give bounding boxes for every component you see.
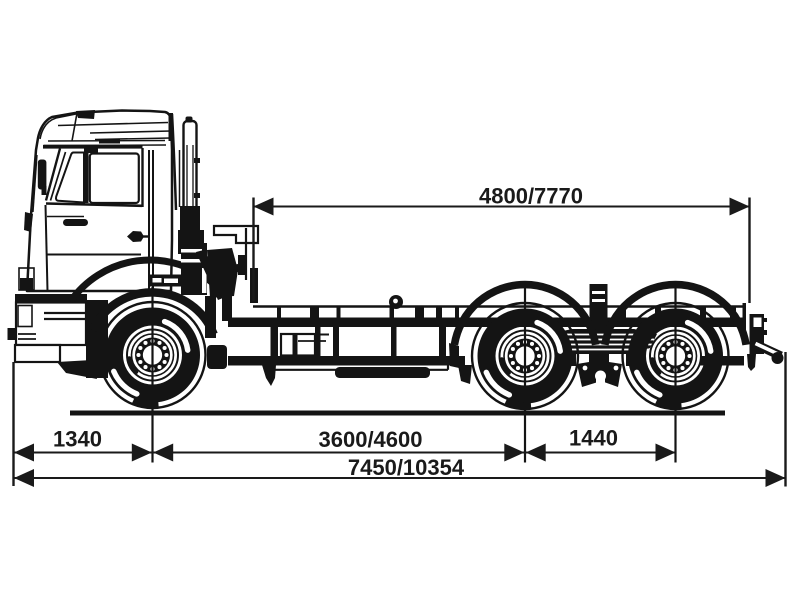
svg-text:7450/10354: 7450/10354	[348, 455, 465, 480]
svg-text:4800/7770: 4800/7770	[479, 184, 583, 209]
svg-text:1340: 1340	[53, 427, 102, 452]
svg-text:1440: 1440	[569, 426, 618, 451]
svg-text:3600/4600: 3600/4600	[319, 427, 423, 452]
